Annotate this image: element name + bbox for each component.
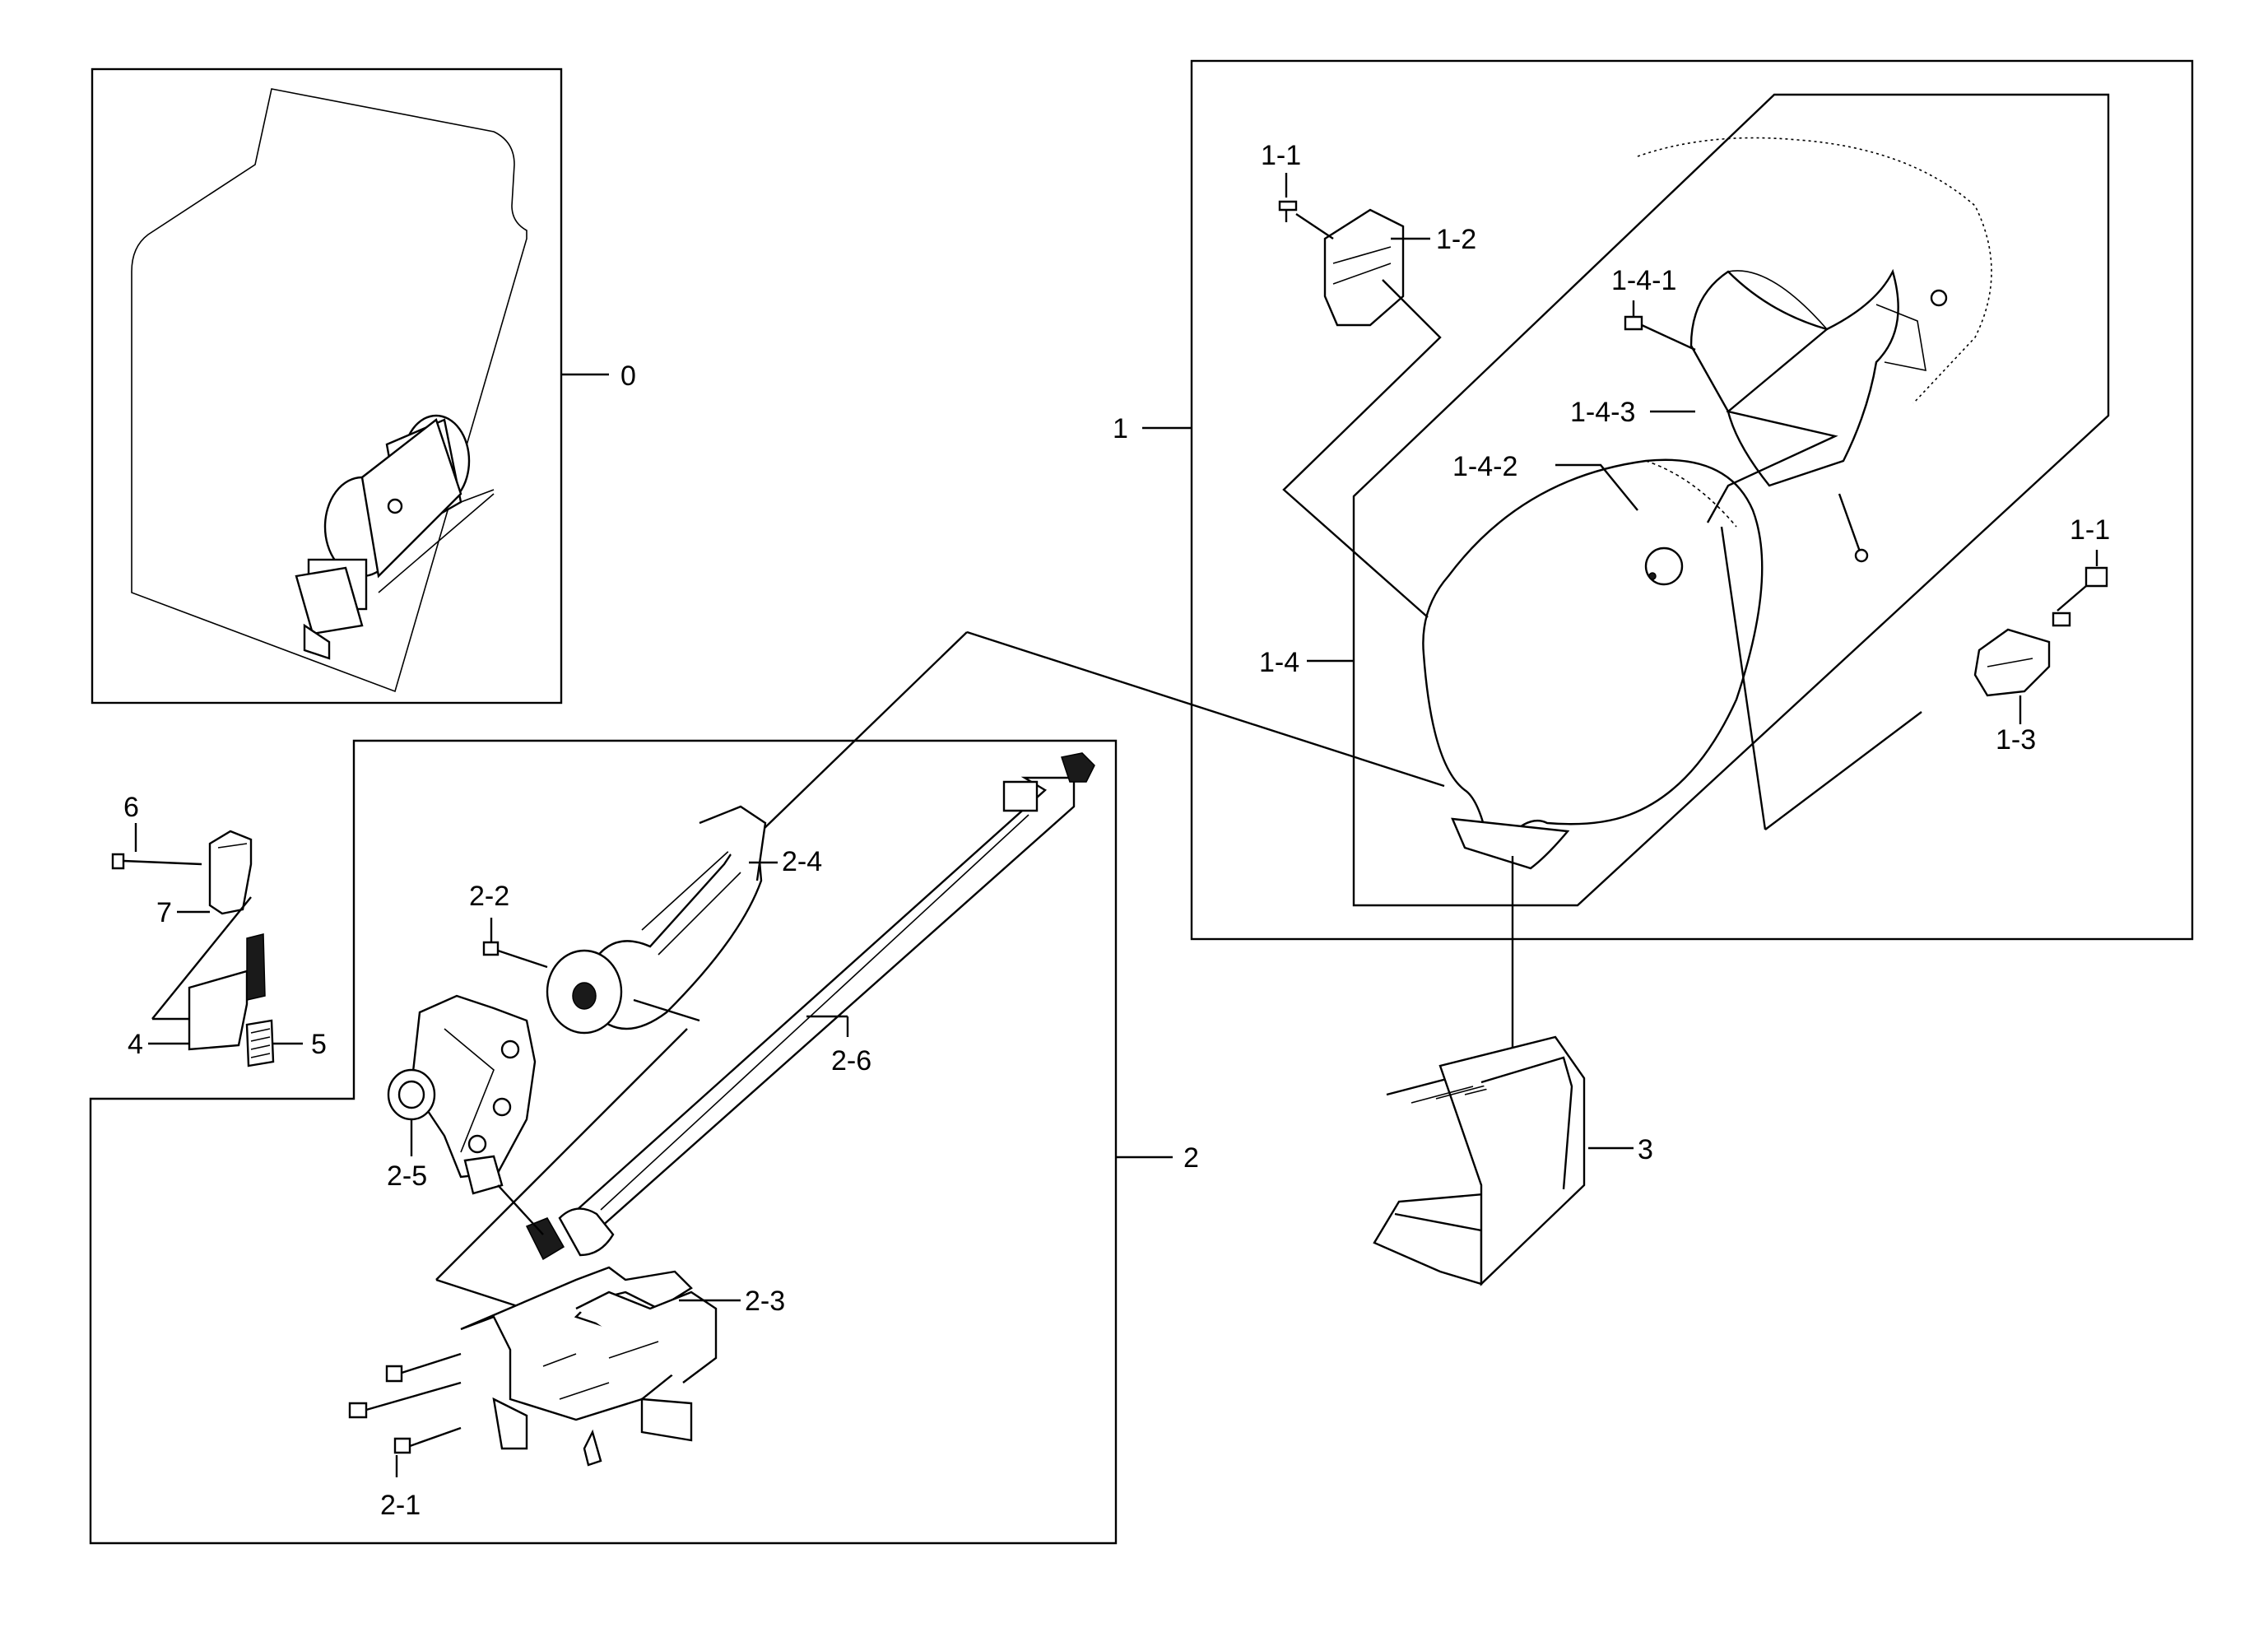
drum-rear <box>1637 137 1992 487</box>
screw-1-4-1: 1-4-1 <box>1611 265 1696 351</box>
label-2-3: 2-3 <box>745 1286 785 1317</box>
label-2-5: 2-5 <box>387 1160 427 1192</box>
label-6: 6 <box>123 792 139 823</box>
label-2-4: 2-4 <box>782 846 822 877</box>
label-1-1-right: 1-1 <box>2070 514 2110 546</box>
valve-2-5: 2-5 <box>387 994 688 1281</box>
drum-front <box>1422 458 1764 870</box>
tube-2-6: 2-6 <box>525 752 1095 1261</box>
label-4: 4 <box>128 1029 143 1060</box>
leader-2-4-duct <box>760 631 968 832</box>
label-3: 3 <box>1638 1134 1653 1165</box>
assembly-2-box: 2 <box>89 739 1199 1545</box>
screw-6: 6 <box>111 792 202 870</box>
screw-2-2: 2-2 <box>469 881 548 969</box>
bracket-2-3: 2-3 <box>435 1266 785 1467</box>
callout-1-4-3: 1-4-3 <box>1570 289 1948 563</box>
assembly-1-box: 1 <box>1113 59 2194 941</box>
assembly-0-box <box>91 67 563 705</box>
bracket-1-3: 1-3 <box>1973 628 2051 756</box>
label-1-1-top: 1-1 <box>1261 140 1301 171</box>
duct-2-4: 2-4 <box>546 805 822 1035</box>
motor-assembly-0 <box>295 414 495 660</box>
label-2-2: 2-2 <box>469 881 509 912</box>
label-1-4-3: 1-4-3 <box>1570 397 1635 428</box>
label-1-2: 1-2 <box>1436 224 1476 255</box>
part-5: 5 <box>245 1019 327 1067</box>
bracket-7: 7 <box>151 830 253 1020</box>
label-0: 0 <box>620 360 636 392</box>
callout-1-4-2: 1-4-2 <box>1452 451 1922 830</box>
label-1-3: 1-3 <box>1996 724 2036 756</box>
label-1-4: 1-4 <box>1259 647 1299 678</box>
label-5: 5 <box>311 1029 327 1060</box>
bracket-3: 3 <box>1373 856 1653 1286</box>
label-1-4-1: 1-4-1 <box>1611 265 1676 296</box>
callout-0: 0 <box>561 360 636 392</box>
drum-group-outline: 1-4 <box>1259 93 2110 907</box>
screw-1-1-right: 1-1 <box>2052 514 2110 627</box>
label-1: 1 <box>1113 413 1128 444</box>
label-1-4-2: 1-4-2 <box>1452 451 1517 482</box>
label-2-1: 2-1 <box>380 1490 421 1521</box>
screws-2-1: 2-1 <box>348 1352 462 1521</box>
leader-2-4-drum <box>966 630 1445 788</box>
screw-1-1-top: 1-1 <box>1261 140 1301 222</box>
label-2: 2 <box>1183 1142 1199 1174</box>
label-7: 7 <box>156 897 172 928</box>
part-4: 4 <box>128 933 266 1060</box>
label-2-6: 2-6 <box>831 1045 871 1077</box>
bracket-1-2: 1-2 <box>1282 208 1476 618</box>
